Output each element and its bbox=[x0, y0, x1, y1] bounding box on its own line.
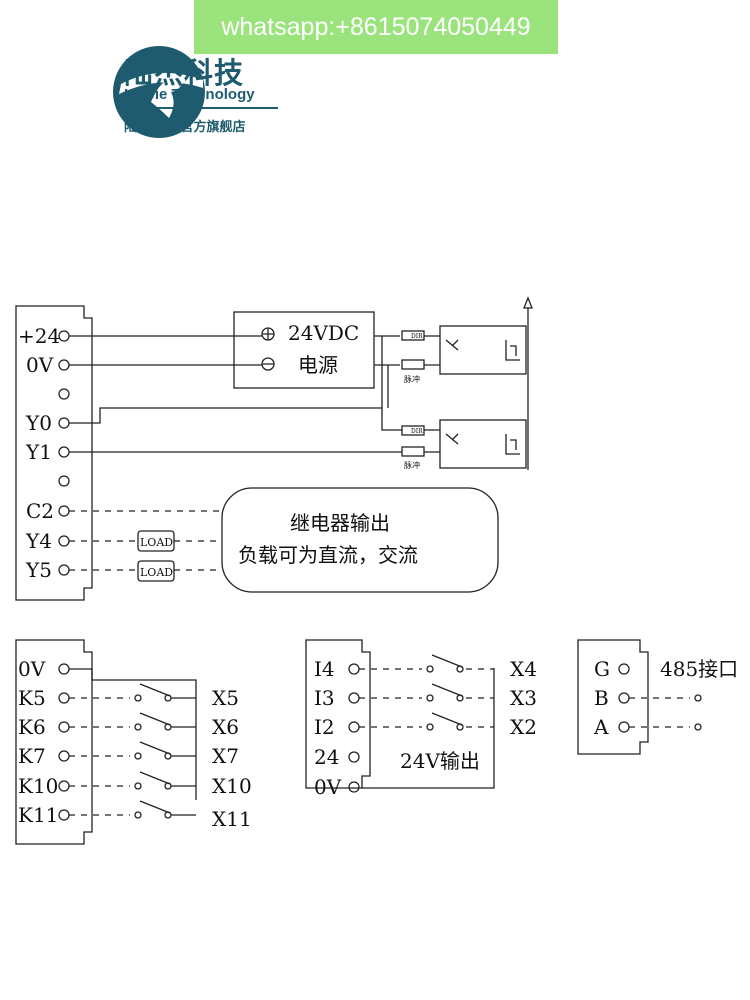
tag-dir-2: DIR bbox=[411, 428, 423, 435]
relay-note-line1: 继电器输出 bbox=[290, 511, 390, 535]
load-label-1: LOAD bbox=[140, 536, 173, 549]
brand-tagline: 陆杰科技 官方旗舰店 bbox=[124, 120, 246, 135]
relay-dashed-wires bbox=[69, 510, 222, 571]
b3-pin-i2: I2 bbox=[314, 715, 335, 739]
psu-label: 24VDC bbox=[288, 321, 359, 345]
b4-pin-b: B bbox=[594, 686, 609, 710]
brand-divider bbox=[124, 107, 278, 109]
wire-y0 bbox=[69, 407, 402, 431]
b4-pin-g: G bbox=[594, 657, 610, 681]
driver-box-1 bbox=[439, 325, 527, 375]
b2-pin-k6: K6 bbox=[18, 715, 46, 739]
b4-pin-a: A bbox=[593, 715, 609, 739]
load-label-2: LOAD bbox=[140, 566, 173, 579]
block4-pin-circles bbox=[618, 663, 630, 733]
tag-dir-1: DIR bbox=[411, 333, 423, 340]
terminal-strip-4 bbox=[577, 639, 649, 755]
b2-out-x11: X11 bbox=[212, 807, 252, 831]
b2-pin-k10: K10 bbox=[18, 774, 58, 798]
brand-name-en: Lu Jie Technology bbox=[124, 86, 255, 103]
b1-pin-0v: 0V bbox=[26, 353, 54, 377]
terminal-strip-3 bbox=[305, 639, 371, 789]
psu-box bbox=[233, 311, 375, 389]
b2-out-x5: X5 bbox=[212, 686, 239, 710]
b3-out-x4: X4 bbox=[510, 657, 537, 681]
b3-pin-0v: 0V bbox=[314, 775, 342, 799]
b3-note: 24V输出 bbox=[400, 749, 480, 773]
block2-switches bbox=[134, 683, 172, 819]
brand-name-cn: 陆杰科技 bbox=[124, 56, 245, 90]
b4-note: 485接口 bbox=[660, 657, 738, 681]
b1-pin-y0: Y0 bbox=[25, 411, 52, 435]
b1-pin-plus24: +24 bbox=[18, 324, 60, 348]
b2-pin-0v: 0V bbox=[18, 657, 46, 681]
b1-pin-y1: Y1 bbox=[25, 440, 52, 464]
driver-box-2 bbox=[439, 419, 527, 469]
b2-pin-k11: K11 bbox=[18, 803, 58, 827]
b2-out-x10: X10 bbox=[212, 774, 252, 798]
pulse-label-2: 脉冲 bbox=[404, 460, 420, 470]
relay-note-line2: 负载可为直流，交流 bbox=[238, 543, 418, 567]
whatsapp-watermark: whatsapp:+8615074050449 bbox=[194, 0, 558, 54]
b1-pin-y5: Y5 bbox=[25, 558, 52, 582]
block2-pin-circles bbox=[58, 663, 70, 821]
block3-switches bbox=[426, 654, 464, 731]
b3-out-x2: X2 bbox=[510, 715, 537, 739]
b2-out-x7: X7 bbox=[212, 744, 239, 768]
b3-out-x3: X3 bbox=[510, 686, 537, 710]
b3-pin-i4: I4 bbox=[314, 657, 335, 681]
b2-pin-k5: K5 bbox=[18, 686, 46, 710]
block1-pin-circles bbox=[58, 330, 70, 576]
b1-pin-c2: C2 bbox=[26, 499, 54, 523]
psu-label-cn: 电源 bbox=[298, 353, 338, 377]
b2-pin-k7: K7 bbox=[18, 744, 46, 768]
terminal-strip-2 bbox=[15, 639, 93, 845]
b2-out-x6: X6 bbox=[212, 715, 239, 739]
b3-pin-i3: I3 bbox=[314, 686, 335, 710]
block3-pin-circles bbox=[348, 663, 360, 793]
b3-pin-24: 24 bbox=[314, 745, 339, 769]
terminal-strip-1 bbox=[15, 305, 93, 601]
company-logo bbox=[113, 46, 205, 138]
b1-pin-y4: Y4 bbox=[25, 529, 52, 553]
relay-note-box bbox=[221, 487, 499, 593]
pulse-label-1: 脉冲 bbox=[404, 374, 420, 384]
